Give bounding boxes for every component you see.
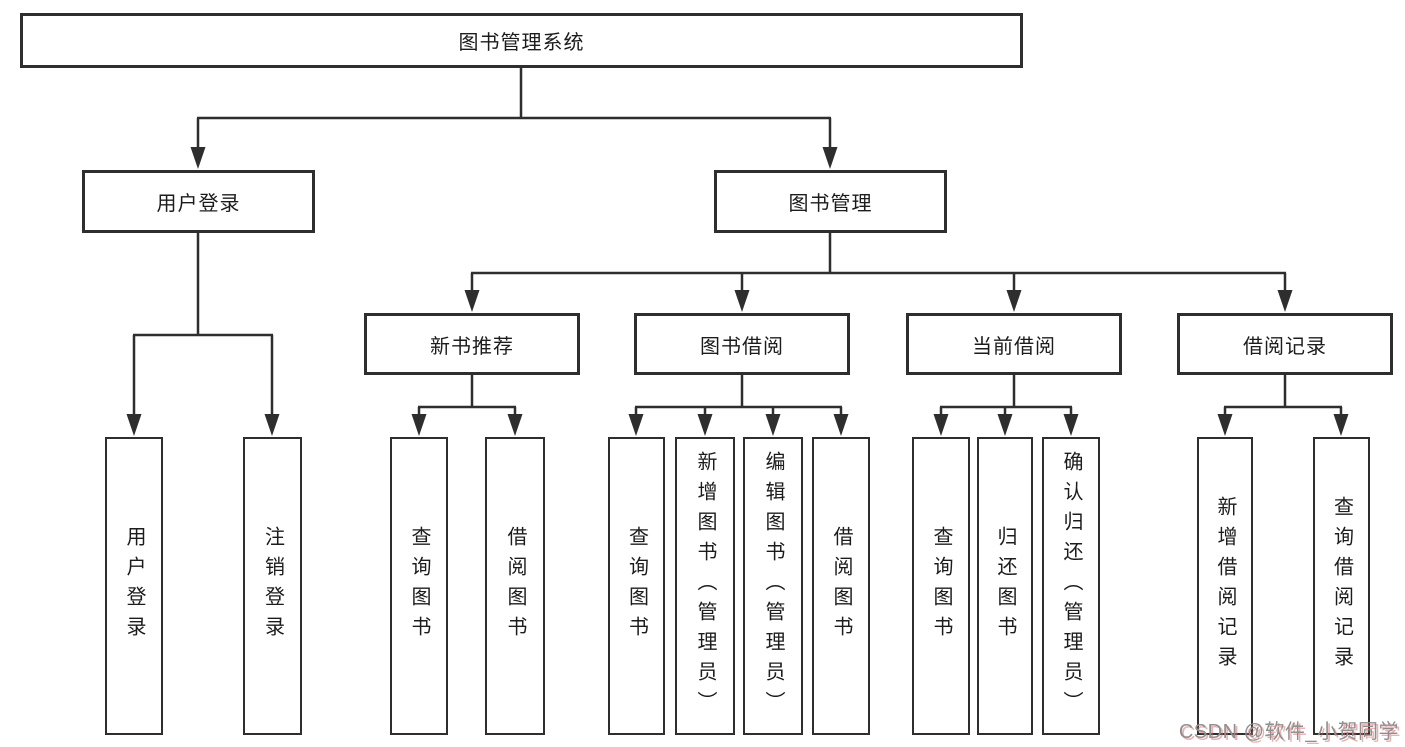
node-book-mgmt: 图书管理 xyxy=(714,170,947,233)
node-borrow-records: 借阅记录 xyxy=(1177,313,1393,375)
node-bb-query: 查询图书 xyxy=(608,437,665,735)
arrowheads xyxy=(126,147,1349,436)
node-nb-query: 查询图书 xyxy=(390,437,448,735)
node-cb-return: 归还图书 xyxy=(977,437,1033,735)
edge-new-books-children xyxy=(417,375,517,428)
edge-book-borrow-children xyxy=(634,375,843,428)
node-root: 图书管理系统 xyxy=(20,13,1023,68)
node-br-query: 查询借阅记录 xyxy=(1313,437,1370,735)
node-bb-add: 新增图书（管理员） xyxy=(675,437,735,735)
node-br-add: 新增借阅记录 xyxy=(1197,437,1253,735)
edge-user-login-children xyxy=(132,233,274,428)
node-bb-borrow: 借阅图书 xyxy=(812,437,870,735)
node-nb-borrow: 借阅图书 xyxy=(485,437,545,735)
node-cb-confirm: 确认归还（管理员） xyxy=(1042,437,1100,735)
edge-root-children xyxy=(196,68,832,161)
node-new-books: 新书推荐 xyxy=(364,313,580,375)
edge-borrow-records-children xyxy=(1223,375,1343,428)
node-user-login: 用户登录 xyxy=(82,170,315,233)
node-book-borrow: 图书借阅 xyxy=(634,313,850,375)
edge-book-mgmt-children xyxy=(470,233,1287,304)
node-current-borrow: 当前借阅 xyxy=(906,313,1122,375)
csdn-watermark: CSDN @软件_小贺同学 xyxy=(1178,721,1399,743)
node-user-login-op: 用户登录 xyxy=(105,437,163,735)
node-logout-op: 注销登录 xyxy=(243,437,302,735)
node-bb-edit: 编辑图书（管理员） xyxy=(743,437,803,735)
node-cb-query: 查询图书 xyxy=(912,437,970,735)
